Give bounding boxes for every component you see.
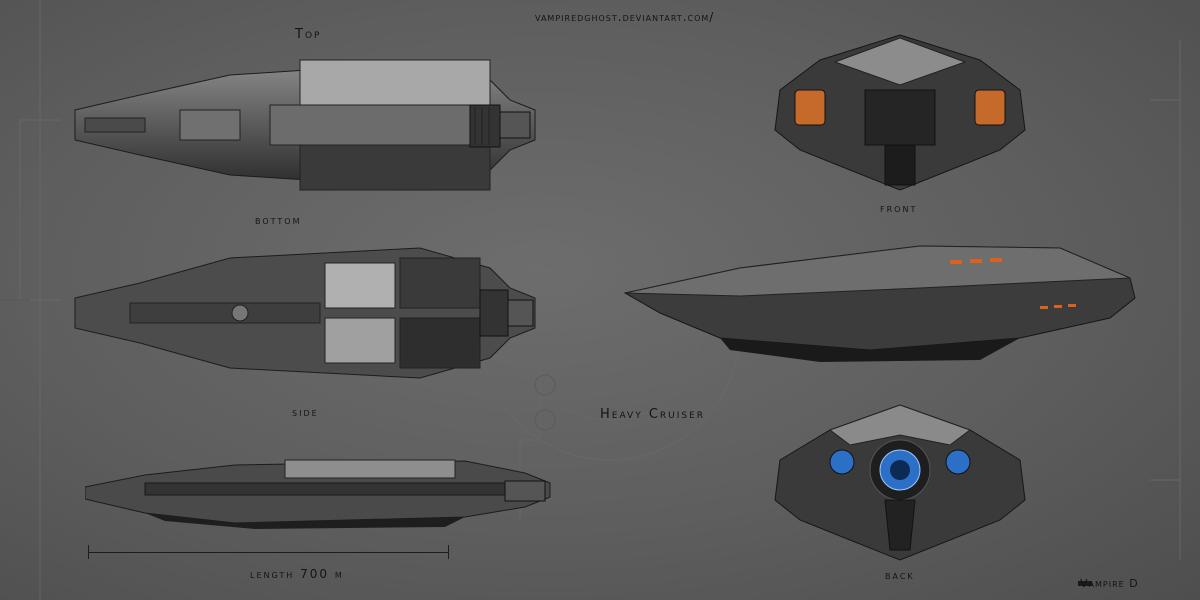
artist-signature: Vampire D xyxy=(1080,577,1139,590)
scale-bar xyxy=(88,552,448,553)
scale-bar-tick-left xyxy=(88,545,89,559)
watermark-url: vampiredghost.deviantart.com/ xyxy=(535,10,715,24)
view-label-side: side xyxy=(292,406,319,419)
ship-back-view xyxy=(770,400,1030,565)
ship-top-view xyxy=(70,50,550,200)
signature-mark-icon xyxy=(1078,581,1092,586)
length-label: length 700 m xyxy=(250,567,344,581)
ship-class-label: Heavy Cruiser xyxy=(600,407,706,422)
ship-side-view xyxy=(85,455,555,530)
view-label-top: Top xyxy=(295,27,322,42)
ship-angled-view xyxy=(620,238,1140,363)
view-label-bottom: bottom xyxy=(255,214,302,227)
view-label-front: front xyxy=(880,202,918,215)
view-label-back: back xyxy=(885,569,915,582)
ship-bottom-view xyxy=(70,238,550,388)
ship-front-view xyxy=(770,30,1030,195)
scale-bar-tick-right xyxy=(448,545,449,559)
